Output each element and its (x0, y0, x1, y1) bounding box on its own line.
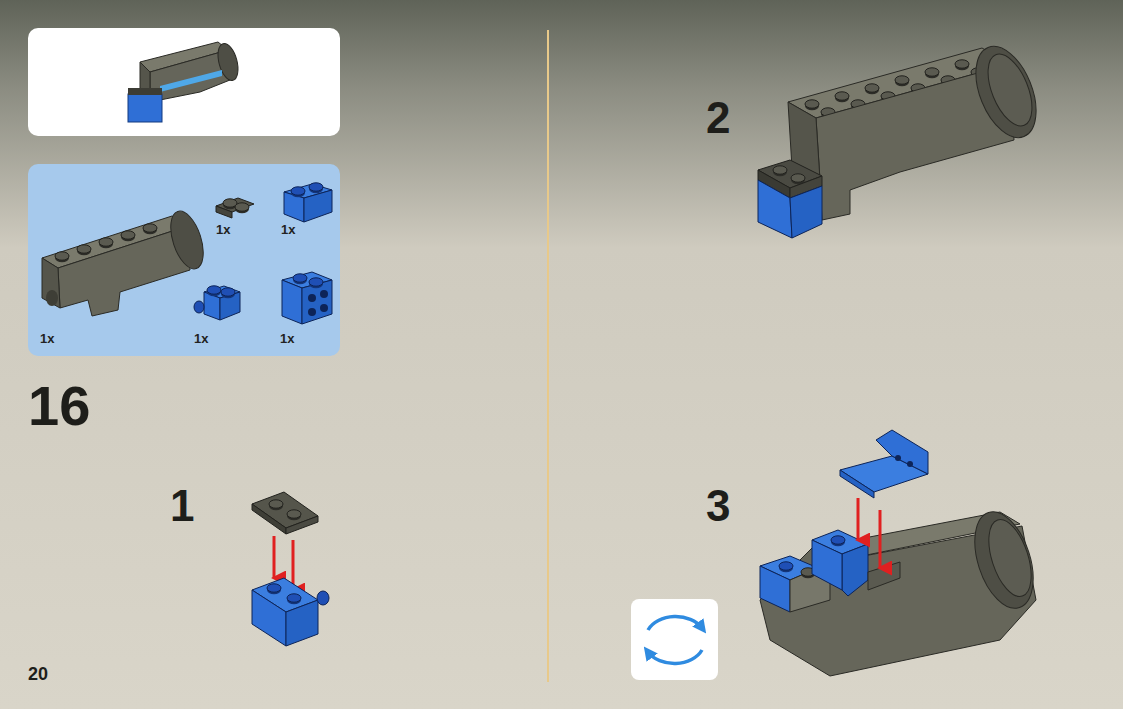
substep-number: 3 (706, 484, 730, 528)
part-quantity: 1x (280, 332, 294, 345)
part-quantity: 1x (40, 332, 54, 345)
step-number: 16 (28, 378, 90, 434)
page-number: 20 (28, 665, 48, 683)
part-quantity: 1x (216, 223, 230, 236)
step3-drawing (760, 430, 1044, 676)
parts-drawings (42, 183, 332, 324)
part-quantity: 1x (281, 223, 295, 236)
rotate-icon (631, 599, 718, 680)
substep-number: 1 (170, 484, 194, 528)
substep-number: 2 (706, 96, 730, 140)
divider (547, 30, 549, 682)
parts-list-panel: 1x 1x 1x 1x 1x (28, 164, 340, 356)
parts-panel (28, 164, 340, 356)
step1-drawing (252, 492, 329, 646)
step2-drawing (758, 38, 1048, 238)
preview-model (128, 41, 242, 122)
part-quantity: 1x (194, 332, 208, 345)
preview-box (28, 28, 340, 136)
